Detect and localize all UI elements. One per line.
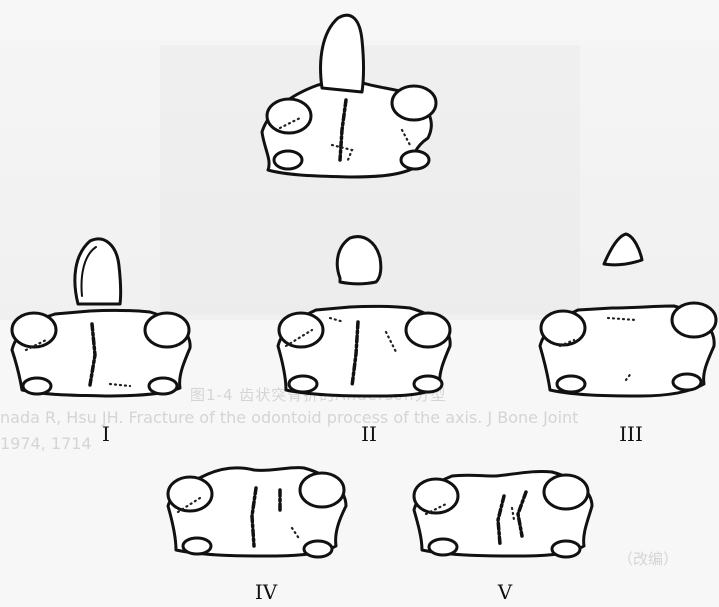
label-type2: II (339, 422, 399, 446)
label-type4: IV (236, 580, 296, 604)
type1-facet-left (12, 313, 56, 347)
type4-foot-right (304, 541, 332, 557)
type5-foot-right (552, 541, 580, 557)
type3-odontoid (604, 234, 642, 265)
type5-facet-left (414, 479, 458, 513)
type1-foot-left (23, 378, 51, 394)
label-type3: III (601, 422, 661, 446)
reference-odontoid (321, 15, 364, 92)
type3-foot-left (557, 376, 585, 392)
type2-foot-right (414, 376, 442, 392)
vertebra-type2 (278, 237, 450, 396)
type4-facet-left (168, 477, 212, 511)
reference-facet-right (392, 86, 436, 120)
vertebra-type5 (414, 471, 592, 557)
type3-facet-right (672, 303, 716, 337)
vertebra-type1 (12, 239, 190, 396)
vertebra-type3 (540, 234, 716, 396)
type1-foot-right (149, 378, 177, 394)
vertebra-type4 (168, 468, 346, 557)
vertebra-reference (262, 15, 436, 177)
type4-foot-left (183, 538, 211, 554)
type2-facet-left (279, 313, 323, 347)
type3-facet-left (541, 311, 585, 345)
label-type1: I (76, 422, 136, 446)
reference-foot-left (274, 151, 302, 169)
type2-odontoid (337, 237, 381, 284)
type5-facet-right (544, 475, 588, 509)
type4-facet-right (300, 473, 344, 507)
type2-foot-left (289, 376, 317, 392)
reference-foot-right (401, 151, 429, 169)
type2-facet-right (406, 313, 450, 347)
type1-facet-right (145, 313, 189, 347)
reference-facet-left (267, 99, 311, 133)
label-type5: V (475, 580, 535, 604)
type3-foot-right (673, 374, 701, 390)
type5-foot-left (429, 539, 457, 555)
